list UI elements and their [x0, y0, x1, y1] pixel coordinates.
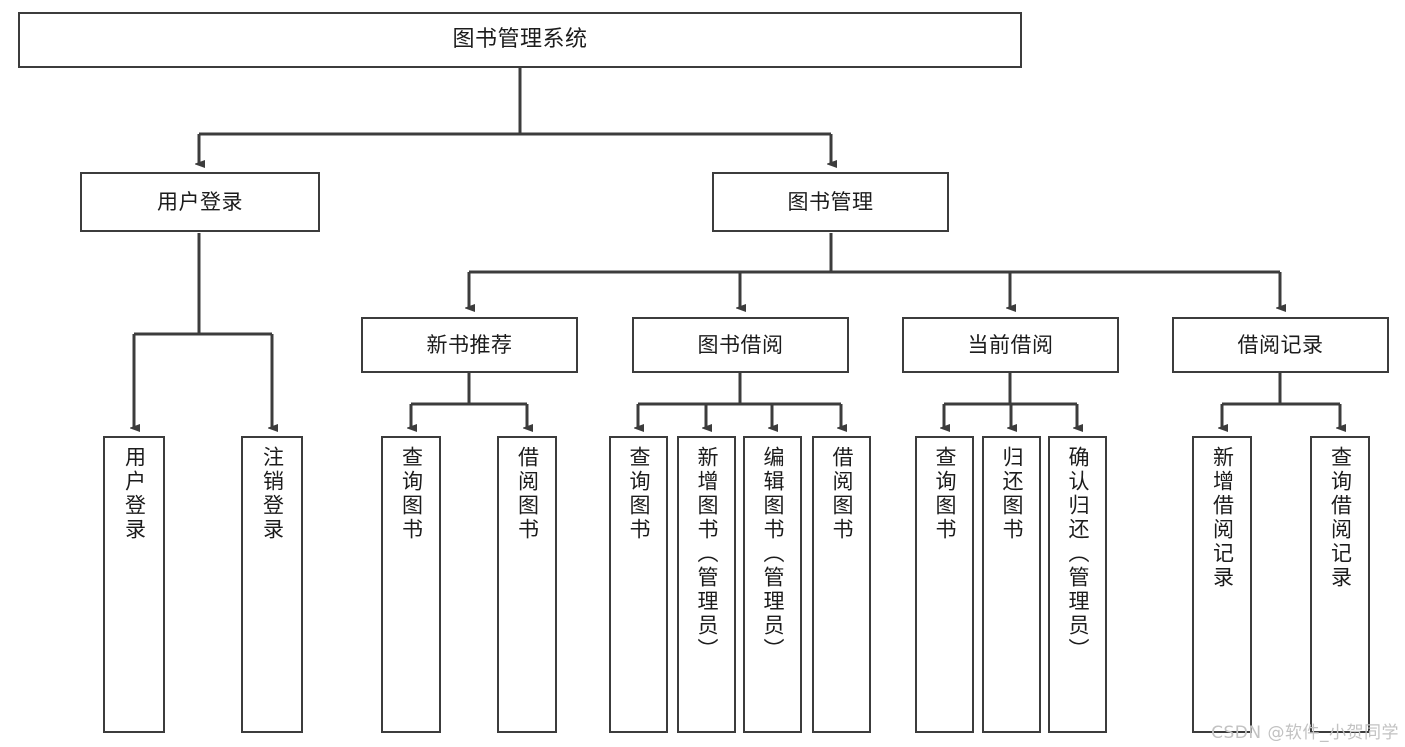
- node-root-book-management-system[interactable]: 图书管理系统: [18, 12, 1022, 68]
- node-label: 注销登录: [260, 446, 285, 542]
- leaf-new-book-query-book[interactable]: 查询图书: [381, 436, 441, 733]
- node-label: 图书借阅: [697, 332, 784, 357]
- node-user-login[interactable]: 用户登录: [80, 172, 320, 232]
- leaf-current-borrow-query-book[interactable]: 查询图书: [915, 436, 974, 733]
- node-label: 查询图书: [627, 446, 651, 542]
- csdn-watermark: CSDN @软件_小贺同学: [1211, 723, 1399, 743]
- leaf-book-borrow-edit-book-admin[interactable]: 编辑图书（管理员）: [743, 436, 802, 733]
- leaf-current-borrow-return-book[interactable]: 归还图书: [982, 436, 1041, 733]
- leaf-new-book-borrow-book[interactable]: 借阅图书: [497, 436, 557, 733]
- node-book-borrow[interactable]: 图书借阅: [632, 317, 849, 373]
- node-borrow-record[interactable]: 借阅记录: [1172, 317, 1389, 373]
- leaf-book-borrow-add-book-admin[interactable]: 新增图书（管理员）: [677, 436, 736, 733]
- node-label: 用户登录: [122, 446, 147, 542]
- leaf-user-login-login[interactable]: 用户登录: [103, 436, 165, 733]
- leaf-current-borrow-confirm-return-admin[interactable]: 确认归还（管理员）: [1048, 436, 1107, 733]
- node-label: 借阅图书: [515, 446, 540, 542]
- leaf-borrow-record-add-record[interactable]: 新增借阅记录: [1192, 436, 1252, 733]
- node-label: 查询图书: [933, 446, 957, 542]
- node-label: 确认归还（管理员）: [1066, 446, 1090, 662]
- node-label: 编辑图书（管理员）: [761, 446, 785, 662]
- leaf-borrow-record-query-record[interactable]: 查询借阅记录: [1310, 436, 1370, 733]
- node-label: 图书管理系统: [452, 27, 588, 53]
- node-label: 新增借阅记录: [1210, 446, 1235, 590]
- node-new-book-recommendation[interactable]: 新书推荐: [361, 317, 578, 373]
- node-current-borrow[interactable]: 当前借阅: [902, 317, 1119, 373]
- leaf-user-login-logout[interactable]: 注销登录: [241, 436, 303, 733]
- node-label: 当前借阅: [967, 332, 1054, 357]
- node-label: 查询借阅记录: [1328, 446, 1353, 590]
- node-label: 新书推荐: [426, 332, 513, 357]
- leaf-book-borrow-query-book[interactable]: 查询图书: [609, 436, 668, 733]
- leaf-book-borrow-borrow-book[interactable]: 借阅图书: [812, 436, 871, 733]
- node-label: 图书管理: [787, 189, 874, 214]
- node-label: 借阅记录: [1237, 332, 1324, 357]
- node-label: 查询图书: [399, 446, 424, 542]
- node-label: 借阅图书: [830, 446, 854, 542]
- node-label: 归还图书: [1000, 446, 1024, 542]
- node-book-management[interactable]: 图书管理: [712, 172, 949, 232]
- node-label: 用户登录: [157, 189, 243, 214]
- node-label: 新增图书（管理员）: [695, 446, 719, 662]
